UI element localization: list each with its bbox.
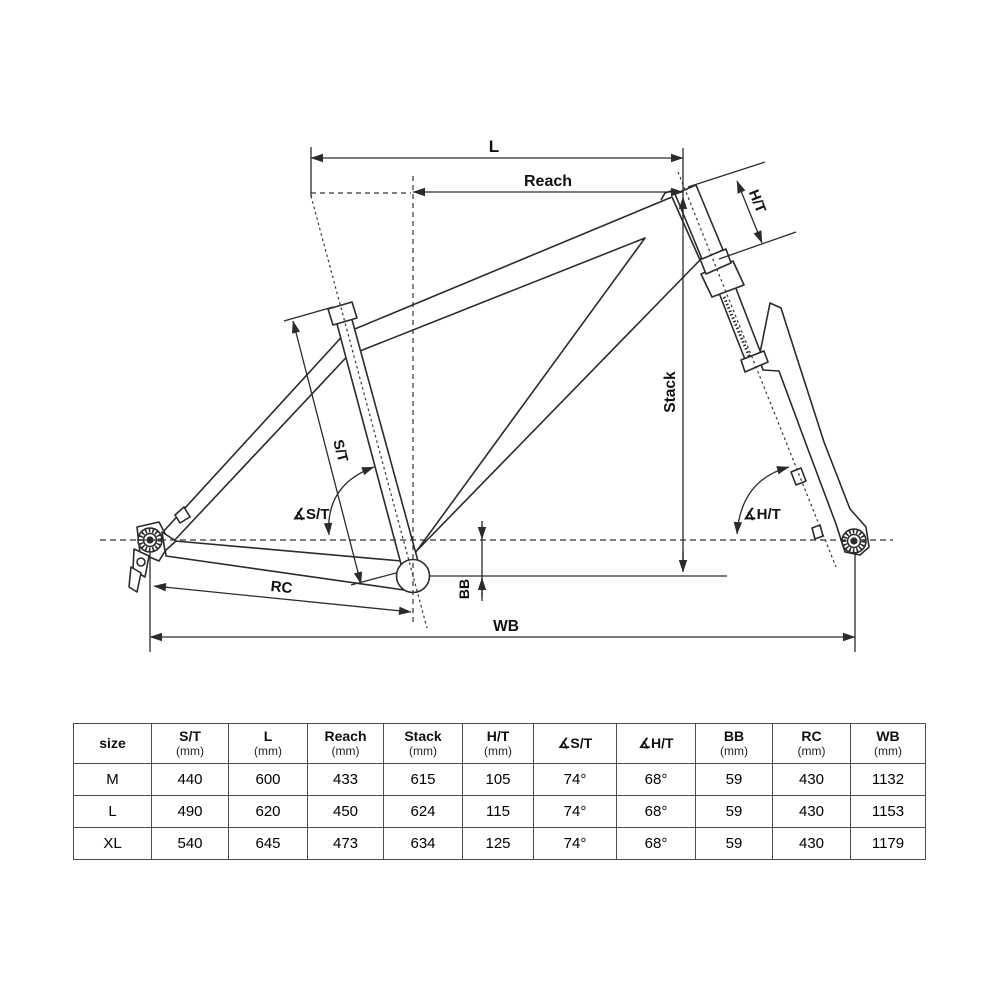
table-cell: 430: [772, 795, 851, 828]
label-stack: Stack: [662, 371, 679, 413]
table-cell: 624: [383, 795, 463, 828]
column-header-9: RC(mm): [772, 723, 851, 764]
derailleur-pulley: [136, 557, 146, 567]
construction-lines: [100, 171, 893, 629]
column-header-5: H/T(mm): [462, 723, 534, 764]
table-cell: 600: [228, 763, 308, 796]
arc-ht-angle: [733, 466, 790, 535]
column-header-4: Stack(mm): [383, 723, 463, 764]
column-header-1: S/T(mm): [151, 723, 229, 764]
column-header-2: L(mm): [228, 723, 308, 764]
table-cell: 59: [695, 827, 773, 860]
label-head-tube-angle: ∡H/T: [743, 506, 781, 523]
table-cell: 450: [307, 795, 384, 828]
table-cell: 430: [772, 763, 851, 796]
table-cell: 68°: [616, 827, 696, 860]
column-header-3: Reach(mm): [307, 723, 384, 764]
table-cell: 490: [151, 795, 229, 828]
front-axle: [841, 528, 867, 554]
column-header-0: size: [73, 723, 152, 764]
table-cell: 540: [151, 827, 229, 860]
derailleur-cage: [128, 566, 142, 593]
table-cell: 68°: [616, 795, 696, 828]
dimension-lines: [149, 147, 856, 652]
table-cell: 74°: [533, 795, 617, 828]
table-cell: 620: [228, 795, 308, 828]
table-cell: 1179: [850, 827, 926, 860]
size-cell: M: [73, 763, 152, 796]
column-header-7: ∡H/T: [616, 723, 696, 764]
table-cell: 473: [307, 827, 384, 860]
column-header-10: WB(mm): [850, 723, 926, 764]
size-cell: XL: [73, 827, 152, 860]
dim-rc: [153, 583, 412, 615]
size-cell: L: [73, 795, 152, 828]
frame-art: [128, 184, 870, 594]
arc-st-angle: [323, 466, 375, 536]
table-cell: 1153: [850, 795, 926, 828]
table-cell: 615: [383, 763, 463, 796]
table-cell: 59: [695, 763, 773, 796]
table-cell: 68°: [616, 763, 696, 796]
table-cell: 74°: [533, 827, 617, 860]
table-cell: 433: [307, 763, 384, 796]
label-bb-drop: BB: [456, 579, 472, 599]
table-cell: 115: [462, 795, 534, 828]
table-cell: 645: [228, 827, 308, 860]
table-cell: 634: [383, 827, 463, 860]
dim-st: [291, 320, 363, 585]
table-cell: 74°: [533, 763, 617, 796]
fork-seal: [740, 350, 769, 373]
column-header-6: ∡S/T: [533, 723, 617, 764]
label-seat-tube: S/T: [329, 438, 350, 464]
fork-lowers: [758, 302, 870, 556]
seatstay-brake-mount: [174, 506, 191, 524]
label-wheelbase: WB: [493, 618, 519, 635]
label-rear-center: RC: [270, 578, 293, 597]
label-head-tube: H/T: [745, 188, 769, 216]
table-cell: 440: [151, 763, 229, 796]
table-cell: 105: [462, 763, 534, 796]
column-header-8: BB(mm): [695, 723, 773, 764]
fork-dropout-tab: [811, 524, 824, 540]
table-cell: 430: [772, 827, 851, 860]
dropout-cutout: [161, 531, 177, 552]
label-seat-tube-angle: ∡S/T: [293, 506, 330, 523]
label-reach: Reach: [524, 173, 572, 190]
label-top-length: L: [489, 137, 499, 156]
table-cell: 59: [695, 795, 773, 828]
fork-brake-tab: [790, 467, 807, 486]
dim-ht: [736, 180, 763, 244]
table-cell: 1132: [850, 763, 926, 796]
table-cell: 125: [462, 827, 534, 860]
